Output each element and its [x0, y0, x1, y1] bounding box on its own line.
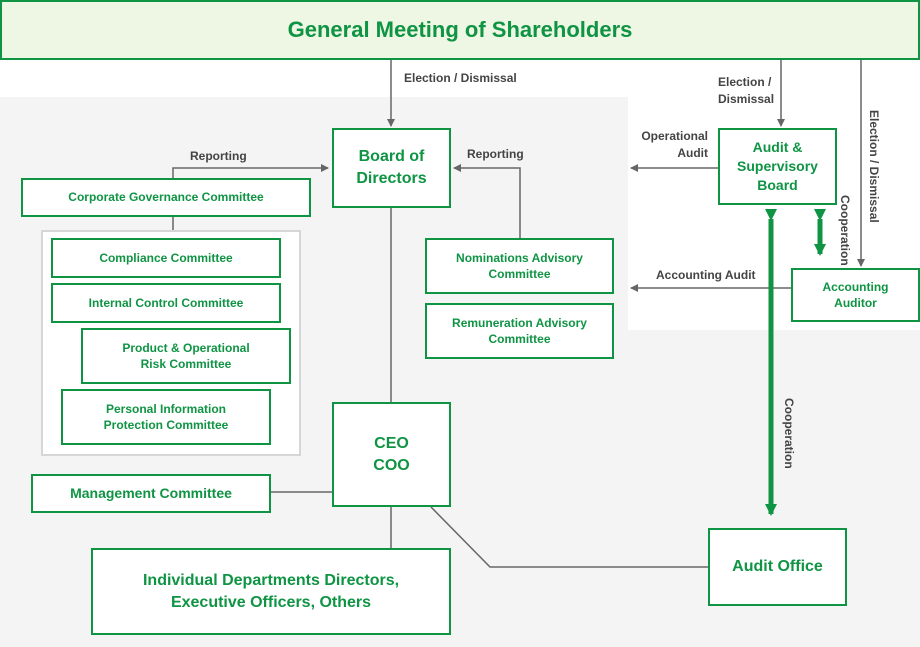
election-dismissal-label-board: Election / Dismissal — [404, 71, 517, 85]
audit-office-box: Audit Office — [708, 528, 847, 606]
election-dismissal-label-audit: Election / Dismissal — [718, 75, 775, 107]
compliance-committee-box: Compliance Committee — [51, 238, 281, 278]
product-operational-risk-committee-box: Product & Operational Risk Committee — [81, 328, 291, 384]
corporate-governance-committee-box: Corporate Governance Committee — [21, 178, 311, 217]
election-dismissal-label-accounting: Election / Dismissal — [867, 110, 881, 223]
reporting-left-arrow — [172, 164, 329, 180]
audit-supervisory-board-box: Audit & Supervisory Board — [718, 128, 837, 205]
cooperation-label-large: Cooperation — [782, 398, 796, 469]
management-committee-box: Management Committee — [31, 474, 271, 513]
board-of-directors-box: Board of Directors — [332, 128, 451, 208]
cooperation-label-small: Cooperation — [838, 195, 852, 266]
accounting-auditor-box: Accounting Auditor — [791, 268, 920, 322]
reporting-label-left: Reporting — [190, 149, 247, 163]
internal-control-committee-box: Internal Control Committee — [51, 283, 281, 323]
reporting-label-right: Reporting — [467, 147, 524, 161]
personal-information-protection-committee-box: Personal Information Protection Committe… — [61, 389, 271, 445]
individual-departments-box: Individual Departments Directors, Execut… — [91, 548, 451, 635]
operational-audit-label: Operational Audit — [641, 129, 708, 161]
shareholders-box: General Meeting of Shareholders — [0, 0, 920, 60]
ceo-coo-box: CEO COO — [332, 402, 451, 507]
remuneration-advisory-committee-box: Remuneration Advisory Committee — [425, 303, 614, 359]
accounting-audit-label: Accounting Audit — [656, 268, 756, 282]
ceo-to-audit-office-line — [430, 506, 708, 568]
nominations-advisory-committee-box: Nominations Advisory Committee — [425, 238, 614, 294]
reporting-right-arrow — [453, 164, 521, 240]
